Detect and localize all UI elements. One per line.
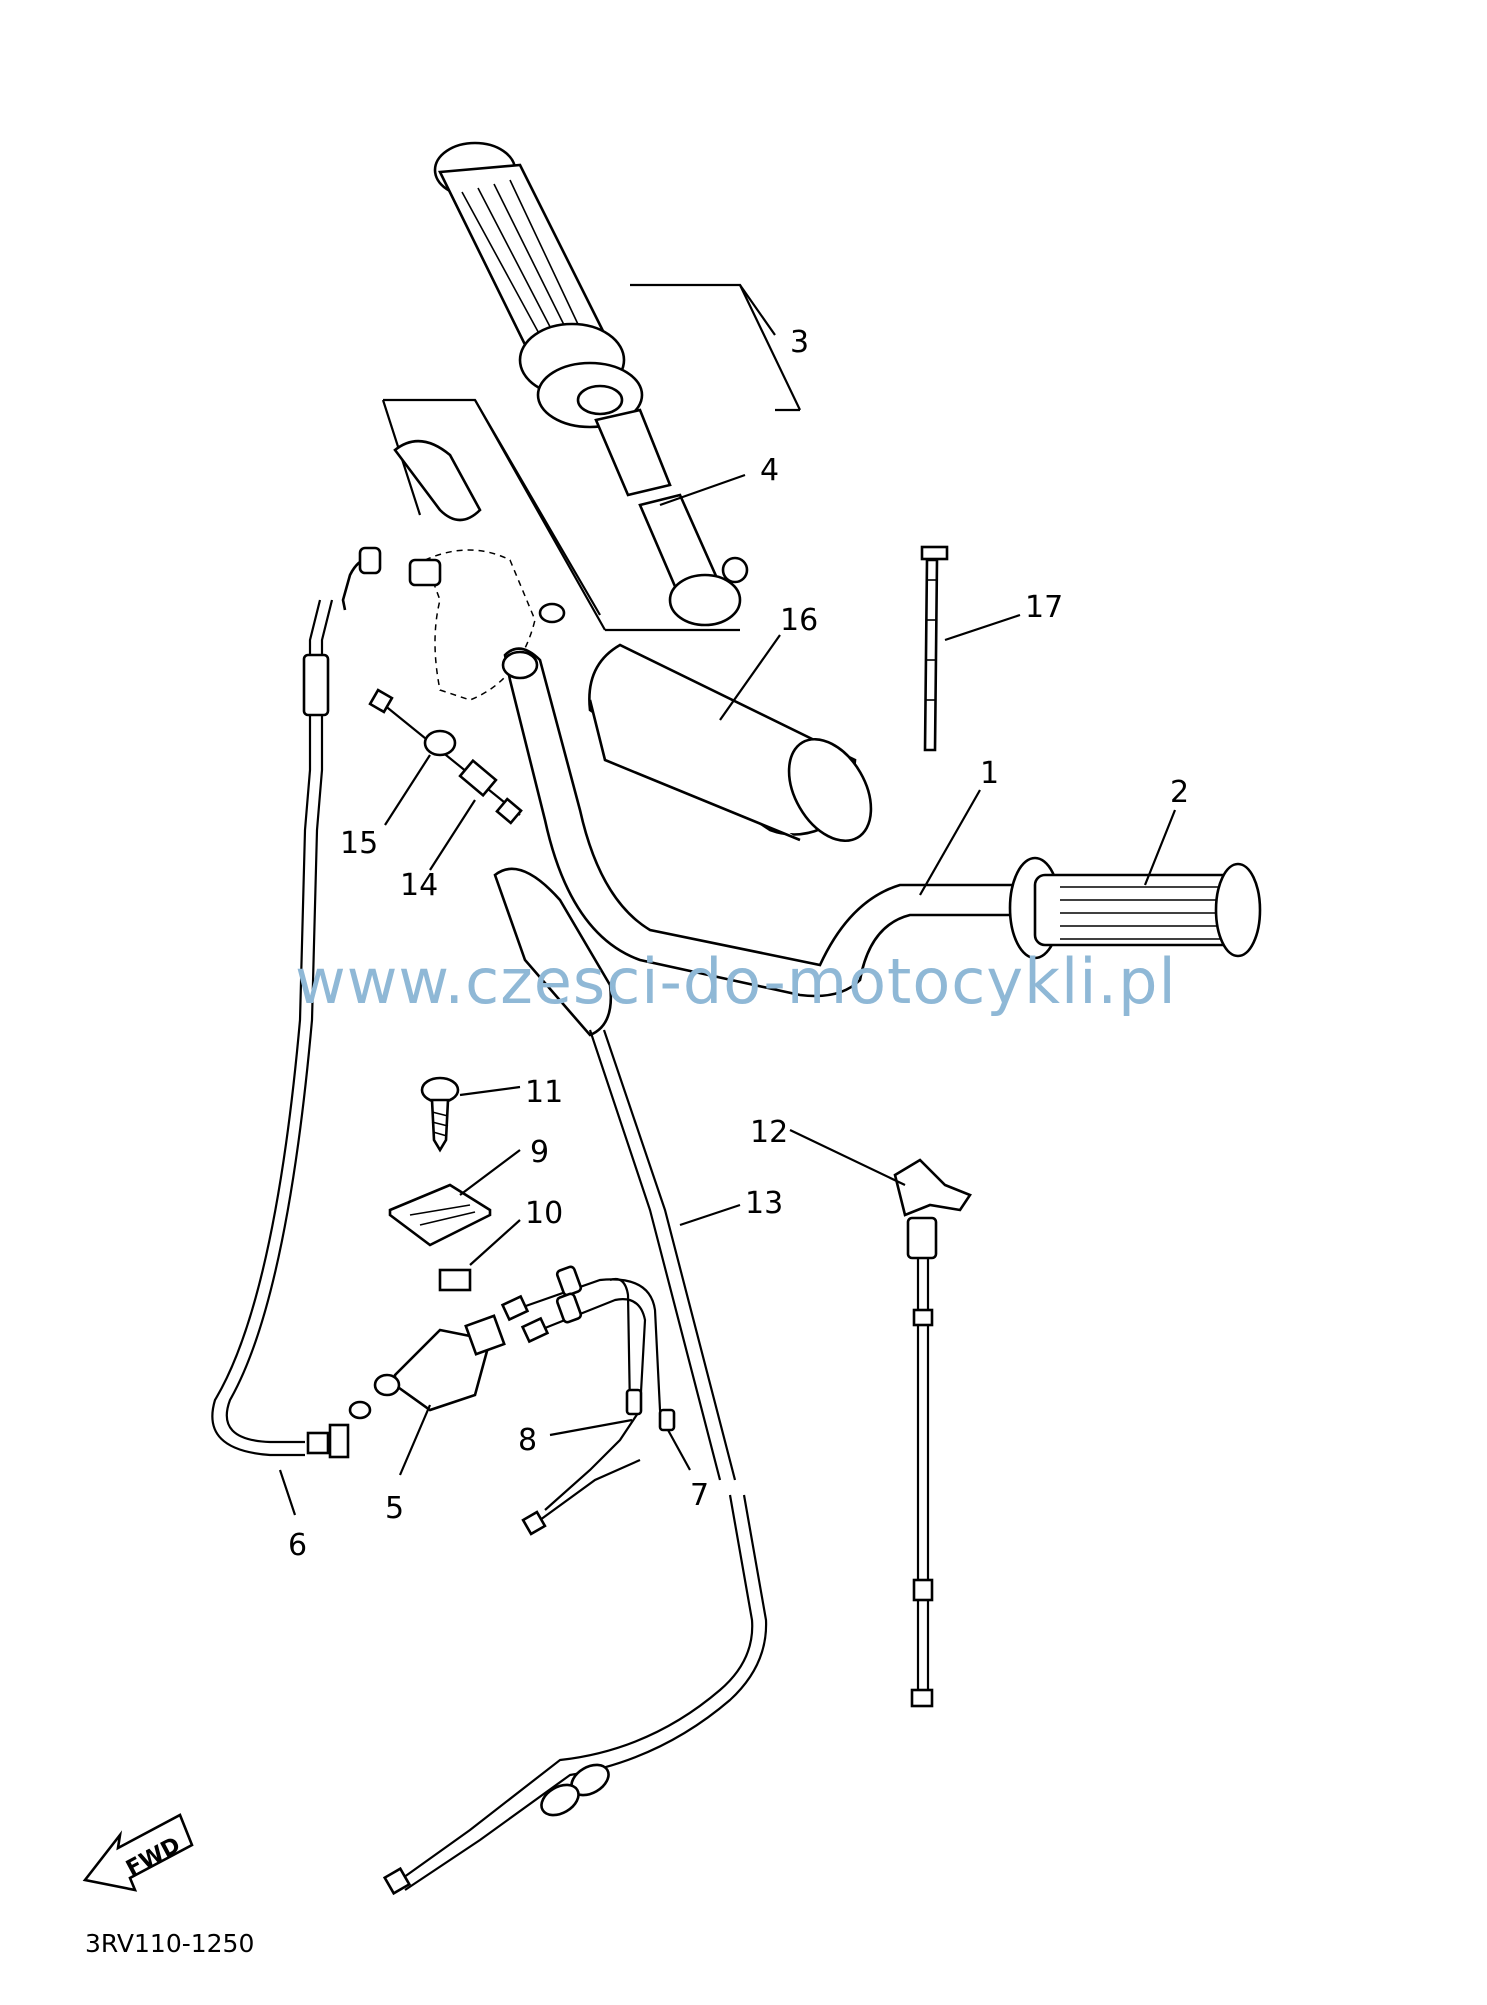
callout-14: 14: [400, 868, 438, 903]
diagram-code: 3RV110-1250: [85, 1929, 254, 1958]
callout-12: 12: [750, 1115, 788, 1150]
cables-7-8: [500, 1265, 676, 1536]
callout-9: 9: [530, 1135, 549, 1170]
watermark: www.czesci-do-motocykli.pl: [295, 945, 1177, 1018]
screw: [420, 1076, 460, 1153]
cable-tie: [920, 545, 949, 752]
callout-8: 8: [518, 1423, 537, 1458]
callout-11: 11: [525, 1075, 563, 1110]
clip: [438, 1268, 472, 1292]
callout-15: 15: [340, 826, 378, 861]
cover: [388, 1183, 492, 1247]
callout-16: 16: [780, 603, 818, 638]
throttle-housing: [393, 439, 566, 701]
choke-lever-cable: [893, 1158, 972, 1708]
callout-6: 6: [288, 1528, 307, 1563]
callout-2: 2: [1170, 775, 1189, 810]
callout-1: 1: [980, 756, 999, 791]
throttle-pipe: [594, 408, 749, 627]
leader-lines: [278, 283, 1177, 1516]
callout-5: 5: [385, 1491, 404, 1526]
throttle-cable: [211, 546, 442, 1459]
throttle-grip-assembly: [433, 141, 644, 429]
cable-junction: [348, 1314, 506, 1420]
callout-4: 4: [760, 453, 779, 488]
callout-7: 7: [690, 1478, 709, 1513]
handlebar-pad: [588, 643, 873, 843]
callout-10: 10: [525, 1196, 563, 1231]
callout-17: 17: [1025, 590, 1063, 625]
handlebar: [501, 647, 1022, 998]
right-grip: [1008, 856, 1262, 960]
forward-arrow: FWD: [82, 1813, 194, 1892]
callout-labels: 1 2 3 4 5 6 7 8 9 10 11 12 13 14 15 16 1…: [288, 325, 1189, 1563]
callout-3: 3: [790, 325, 809, 360]
cable-adjuster-parts: [368, 688, 523, 825]
throttle-cable-13: [382, 867, 768, 1896]
callout-13: 13: [745, 1186, 783, 1221]
